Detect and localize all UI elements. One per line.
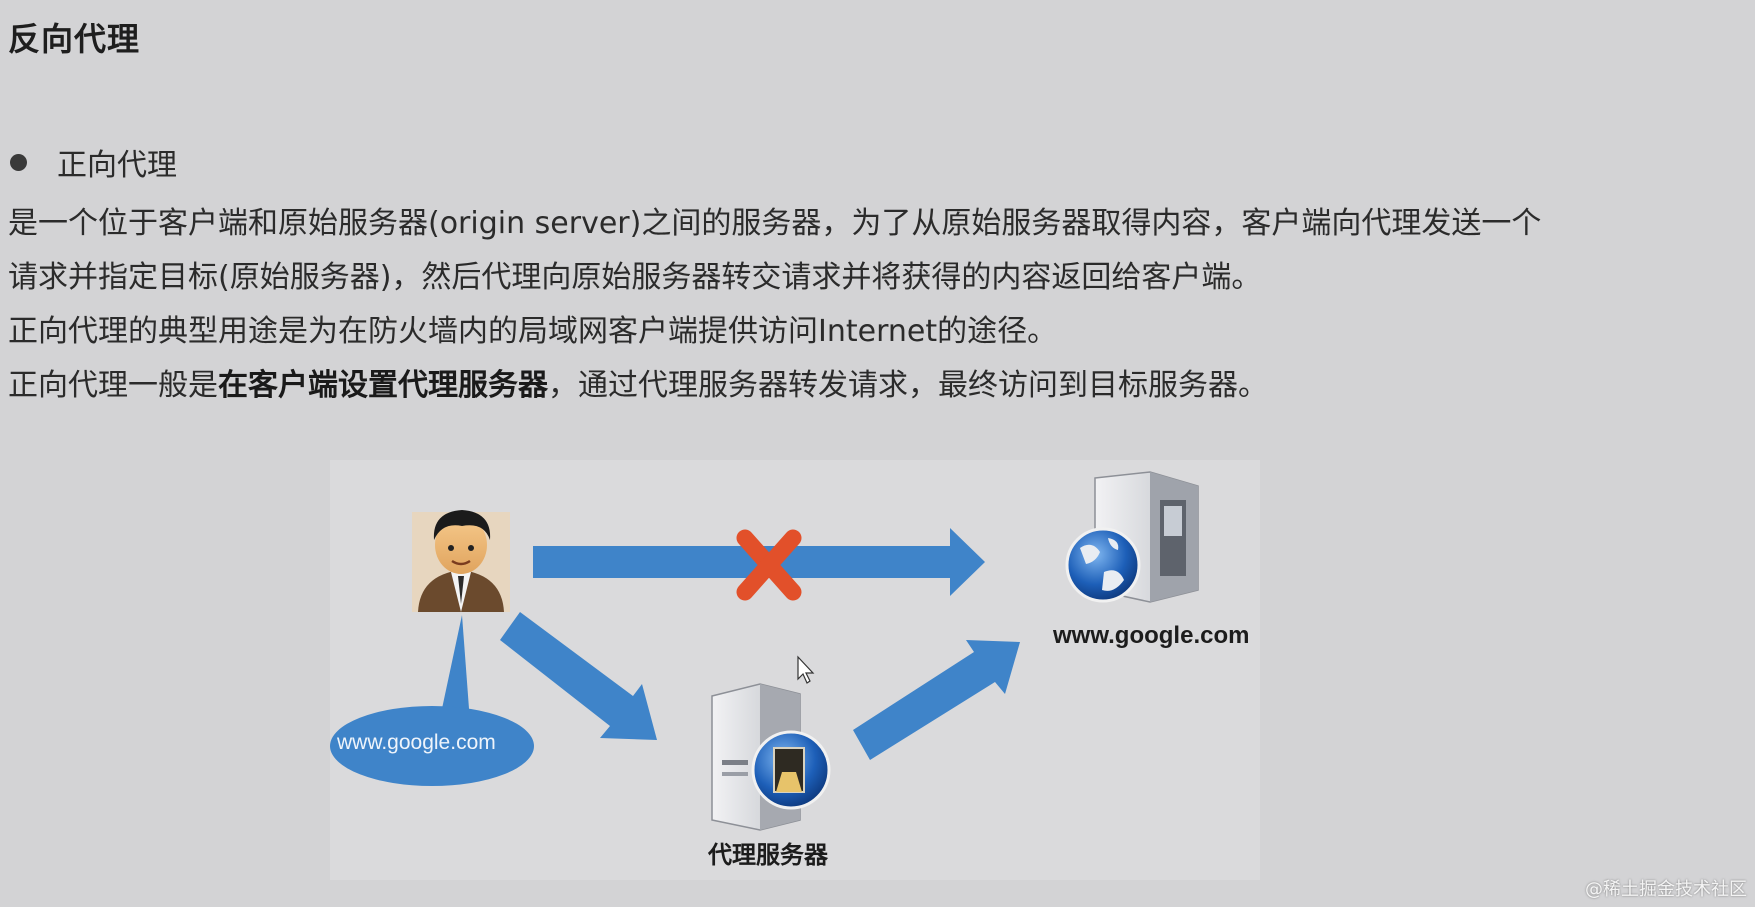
blocked-cross-icon: [736, 529, 802, 601]
paragraph-line-4-bold: 在客户端设置代理服务器: [218, 368, 548, 403]
paragraph-line-4-suffix: ，通过代理服务器转发请求，最终访问到目标服务器。: [548, 368, 1268, 403]
paragraph-line-4: 正向代理一般是在客户端设置代理服务器，通过代理服务器转发请求，最终访问到目标服务…: [8, 360, 1268, 404]
client-to-proxy-arrow-icon: [500, 612, 657, 740]
watermark: @稀土掘金技术社区: [1585, 879, 1747, 900]
request-bubble: [330, 615, 534, 786]
bullet-heading: 正向代理: [10, 140, 177, 184]
mouse-cursor-icon: [797, 655, 815, 684]
bullet-dot-icon: [10, 153, 27, 171]
page-title: 反向代理: [8, 20, 141, 58]
request-bubble-label: www.google.com: [337, 731, 496, 754]
web-server-icon: [1065, 471, 1199, 603]
user-icon: [412, 510, 510, 612]
bullet-heading-text: 正向代理: [57, 148, 177, 183]
paragraph-line-3: 正向代理的典型用途是为在防火墙内的局域网客户端提供访问Internet的途径。: [8, 314, 1058, 349]
paragraph-line-4-prefix: 正向代理一般是: [8, 368, 218, 403]
target-server-label: www.google.com: [1053, 622, 1250, 649]
proxy-server-icon: [711, 683, 831, 831]
proxy-server-label: 代理服务器: [708, 842, 828, 869]
proxy-to-target-arrow-icon: [853, 640, 1020, 760]
paragraph-line-1: 是一个位于客户端和原始服务器(origin server)之间的服务器，为了从原…: [8, 206, 1542, 241]
paragraph-line-2: 请求并指定目标(原始服务器)，然后代理向原始服务器转交请求并将获得的内容返回给客…: [8, 260, 1262, 295]
